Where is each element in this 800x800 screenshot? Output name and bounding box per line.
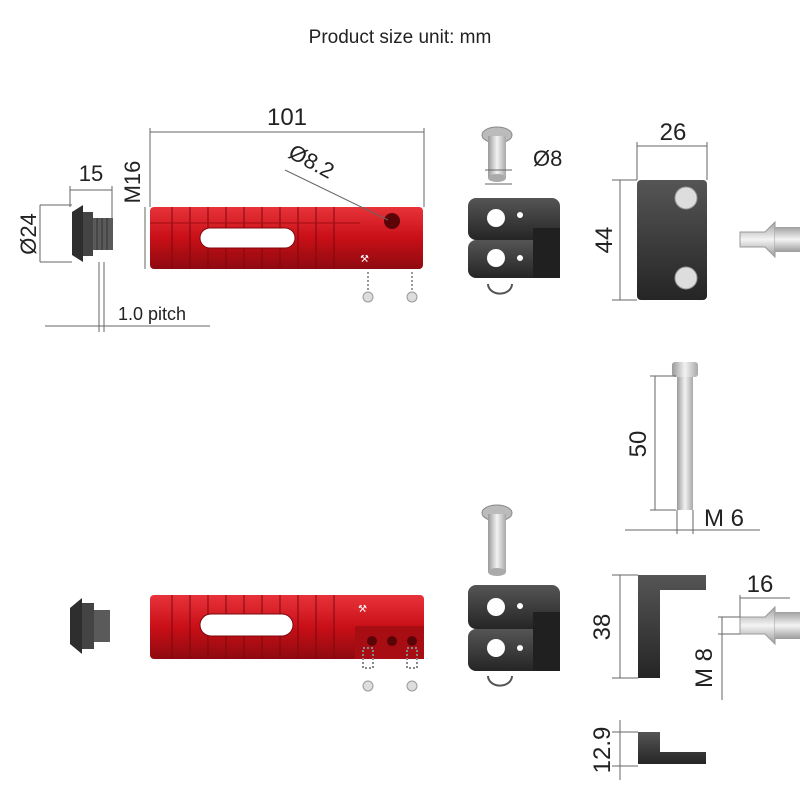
- dim-bracket-width: 26: [660, 119, 687, 146]
- dim-screw-length: 16: [747, 571, 774, 598]
- dimension-lines-thickness: [612, 720, 638, 780]
- countersunk-screw-top: [739, 220, 800, 259]
- dim-pitch: 1.0 pitch: [118, 304, 186, 324]
- detent-balls-top: [362, 272, 418, 303]
- svg-text:⚒: ⚒: [358, 604, 367, 615]
- page-title: Product size unit: mm: [308, 27, 492, 48]
- svg-text:⚒: ⚒: [360, 254, 369, 265]
- dimension-lines-bolt: [625, 375, 760, 534]
- dim-thread: M16: [120, 161, 145, 204]
- footpeg-bottom: ⚒: [150, 595, 424, 659]
- clevis-bottom: [468, 585, 560, 687]
- dim-hole: Ø8.2: [285, 139, 339, 183]
- dim-bolt-thread: M 6: [704, 505, 744, 532]
- dim-screw-thread: M 8: [691, 648, 718, 688]
- mount-plate: [637, 180, 707, 300]
- l-bracket: [638, 575, 706, 678]
- l-bracket-side: [638, 732, 706, 764]
- clevis-pin-bottom: [481, 504, 513, 576]
- long-bolt: [672, 362, 698, 510]
- countersunk-screw-bottom: [739, 605, 800, 646]
- dimension-lines-top: [39, 128, 425, 332]
- dim-cap-dia: Ø24: [16, 213, 41, 255]
- dim-cap-width: 15: [79, 161, 103, 186]
- footpeg-top: ⚒: [150, 207, 423, 269]
- dimension-lines-screw: [718, 595, 790, 700]
- dim-length: 101: [267, 104, 307, 131]
- dim-lbracket-height: 38: [589, 614, 616, 641]
- end-cap-bottom: [70, 598, 110, 654]
- detent-springs-bottom: [362, 647, 418, 692]
- dimension-lines-plate: [612, 142, 708, 301]
- dim-pin-dia: Ø8: [533, 146, 562, 171]
- dim-bolt-length: 50: [625, 431, 652, 458]
- dim-bracket-height: 44: [591, 227, 618, 254]
- dim-thickness: 12.9: [589, 727, 616, 774]
- clevis-pin-top: [481, 126, 513, 185]
- end-cap-top: [72, 205, 113, 262]
- clevis-top: [468, 198, 560, 295]
- dimension-lines-l-bracket: [612, 574, 638, 679]
